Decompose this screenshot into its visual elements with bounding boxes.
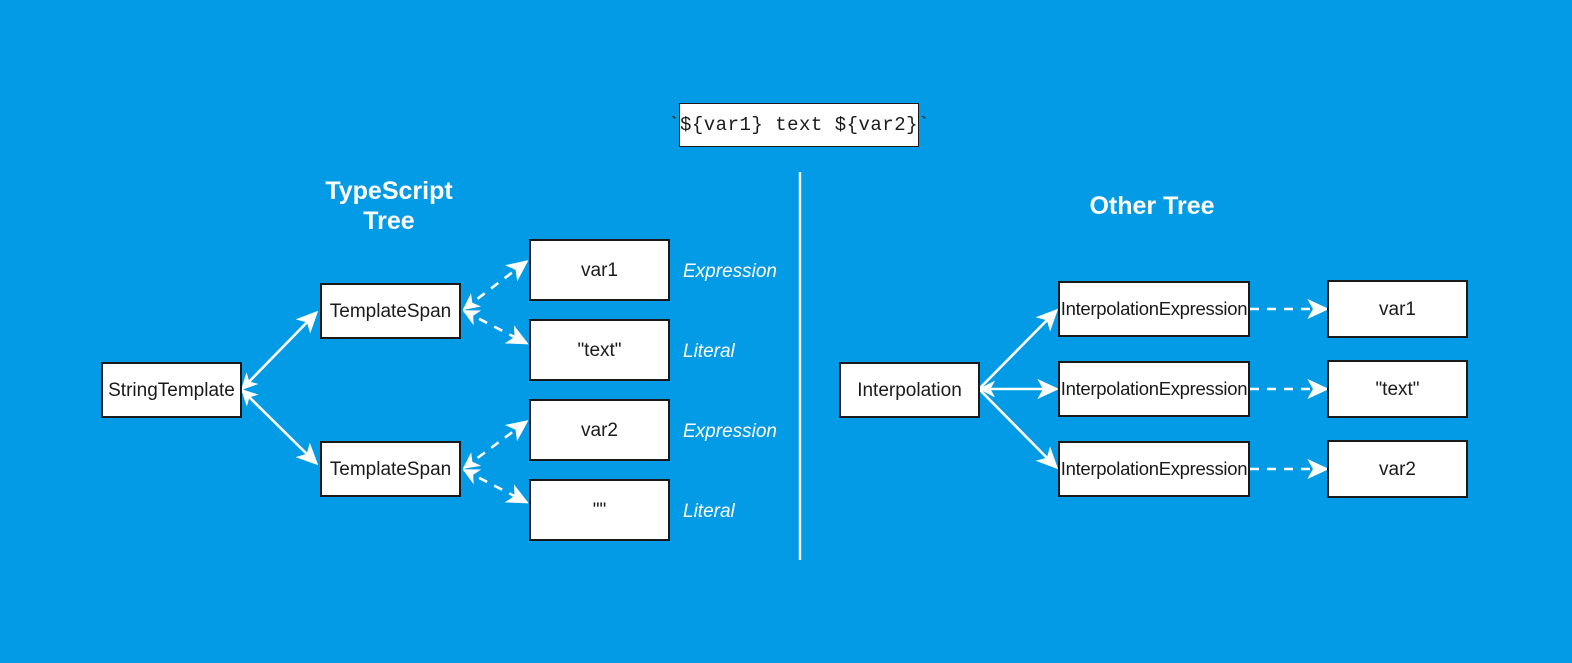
node-interpolation-expression-3: InterpolationExpression: [1058, 441, 1250, 497]
node-value-var2: var2: [1327, 440, 1468, 498]
code-sample-box: `${var1} text ${var2}`: [668, 103, 929, 147]
node-leaf-empty-literal: "": [529, 479, 670, 541]
node-leaf-var1: var1: [529, 239, 670, 301]
node-interpolation-expression-1: InterpolationExpression: [1058, 281, 1250, 337]
node-template-span-lower-label: TemplateSpan: [329, 458, 452, 480]
node-string-template-label: StringTemplate: [108, 379, 235, 401]
label-literal-empty-text: Literal: [683, 501, 735, 522]
node-template-span-lower: TemplateSpan: [320, 441, 461, 497]
typescript-tree-title: TypeScript Tree: [289, 177, 489, 236]
label-expression-var2: Expression: [683, 422, 777, 441]
node-string-template: StringTemplate: [101, 362, 242, 418]
typescript-tree-title-line2: Tree: [363, 206, 415, 235]
node-template-span-upper-label: TemplateSpan: [329, 300, 452, 322]
code-sample-text: `${var1} text ${var2}`: [668, 114, 930, 136]
node-value-text-label: "text": [1375, 378, 1420, 400]
node-interpolation-expression-3-label: InterpolationExpression: [1060, 457, 1248, 479]
node-leaf-text-literal-label: "text": [577, 339, 622, 361]
edge-interpolation-to-expr-3: [979, 389, 1059, 470]
edge-stringtemplate-to-span-lower: [240, 388, 319, 466]
edge-span-upper-to-text-literal: [462, 309, 529, 345]
typescript-tree-title-line1: TypeScript: [325, 177, 453, 205]
edge-stringtemplate-to-span-upper: [240, 310, 319, 391]
edge-span-lower-to-empty-literal: [462, 468, 529, 504]
node-leaf-var1-label: var1: [581, 259, 618, 281]
label-literal-empty: Literal: [683, 502, 735, 521]
node-value-text: "text": [1327, 360, 1468, 418]
node-template-span-upper: TemplateSpan: [320, 283, 461, 339]
node-interpolation-expression-2: InterpolationExpression: [1058, 361, 1250, 417]
node-interpolation-label: Interpolation: [857, 379, 962, 401]
node-leaf-empty-literal-label: "": [592, 499, 607, 521]
node-interpolation-expression-1-label: InterpolationExpression: [1060, 297, 1248, 319]
node-value-var1-label: var1: [1379, 298, 1416, 320]
node-interpolation: Interpolation: [839, 362, 980, 418]
edge-span-upper-to-var1: [462, 260, 529, 311]
edge-interpolation-to-expr-1: [979, 308, 1059, 389]
edge-span-lower-to-var2: [462, 420, 529, 470]
label-expression-var1: Expression: [683, 262, 777, 281]
node-value-var2-label: var2: [1379, 458, 1416, 480]
label-expression-var2-text: Expression: [683, 421, 777, 442]
node-leaf-var2-label: var2: [581, 419, 618, 441]
label-literal-text-text: Literal: [683, 341, 735, 362]
node-interpolation-expression-2-label: InterpolationExpression: [1060, 377, 1248, 399]
other-tree-title-label: Other Tree: [1089, 192, 1215, 220]
node-value-var1: var1: [1327, 280, 1468, 338]
label-expression-var1-text: Expression: [683, 261, 777, 282]
other-tree-title: Other Tree: [1052, 192, 1252, 222]
label-literal-text: Literal: [683, 342, 735, 361]
node-leaf-text-literal: "text": [529, 319, 670, 381]
node-leaf-var2: var2: [529, 399, 670, 461]
